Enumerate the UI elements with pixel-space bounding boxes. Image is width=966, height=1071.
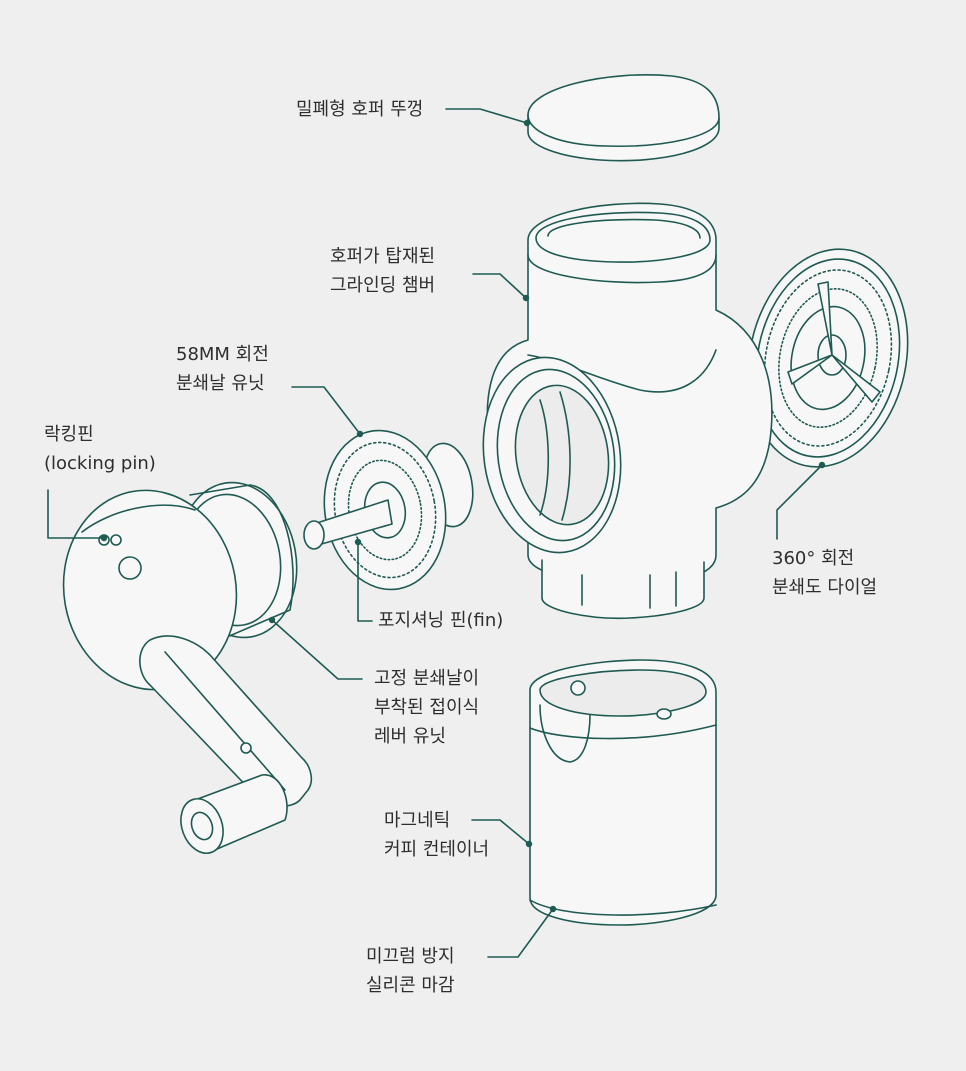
label-line: 마그네틱 bbox=[384, 810, 451, 831]
coffee-container-part bbox=[529, 659, 717, 926]
label-line: 밀폐형 호퍼 뚜껑 bbox=[296, 99, 424, 120]
label-line: 포지셔닝 핀(fin) bbox=[378, 610, 504, 631]
label-line: 58MM 회전 bbox=[176, 344, 269, 365]
label-line: 미끄럼 방지 bbox=[366, 946, 455, 967]
burr-unit-part bbox=[303, 429, 474, 591]
label-lever-unit: 고정 분쇄날이 부착된 접이식 레버 유닛 bbox=[374, 664, 479, 751]
label-positioning-pin: 포지셔닝 핀(fin) bbox=[378, 606, 503, 635]
label-line: 호퍼가 탑재된 bbox=[330, 246, 436, 267]
grinding-chamber-part bbox=[482, 202, 773, 620]
label-locking-pin: 락킹핀 (locking pin) bbox=[44, 420, 156, 478]
label-line: 분쇄날 유닛 bbox=[176, 373, 265, 394]
label-grinding-chamber: 호퍼가 탑재된 그라인딩 챔버 bbox=[330, 242, 435, 300]
hopper-lid-part bbox=[527, 74, 720, 162]
label-burr-unit: 58MM 회전 분쇄날 유닛 bbox=[176, 340, 269, 398]
label-line: (locking pin) bbox=[44, 453, 156, 474]
label-line: 고정 분쇄날이 bbox=[374, 668, 480, 689]
leader-dots bbox=[100, 119, 826, 913]
grind-dial-part bbox=[747, 248, 909, 468]
label-line: 락킹핀 bbox=[44, 424, 94, 445]
label-line: 분쇄도 다이얼 bbox=[772, 577, 878, 598]
label-silicone-finish: 미끄럼 방지 실리콘 마감 bbox=[366, 942, 455, 1000]
label-line: 그라인딩 챔버 bbox=[330, 275, 436, 296]
label-coffee-container: 마그네틱 커피 컨테이너 bbox=[384, 806, 489, 864]
lever-unit-part bbox=[62, 481, 313, 854]
label-line: 레버 유닛 bbox=[374, 726, 446, 747]
label-line: 부착된 접이식 bbox=[374, 697, 480, 718]
label-line: 실리콘 마감 bbox=[366, 975, 455, 996]
label-hopper-lid: 밀폐형 호퍼 뚜껑 bbox=[296, 95, 423, 124]
label-line: 360° 회전 bbox=[772, 548, 855, 569]
label-line: 커피 컨테이너 bbox=[384, 839, 490, 860]
leader-lines bbox=[47, 108, 823, 958]
label-grind-dial: 360° 회전 분쇄도 다이얼 bbox=[772, 544, 877, 602]
